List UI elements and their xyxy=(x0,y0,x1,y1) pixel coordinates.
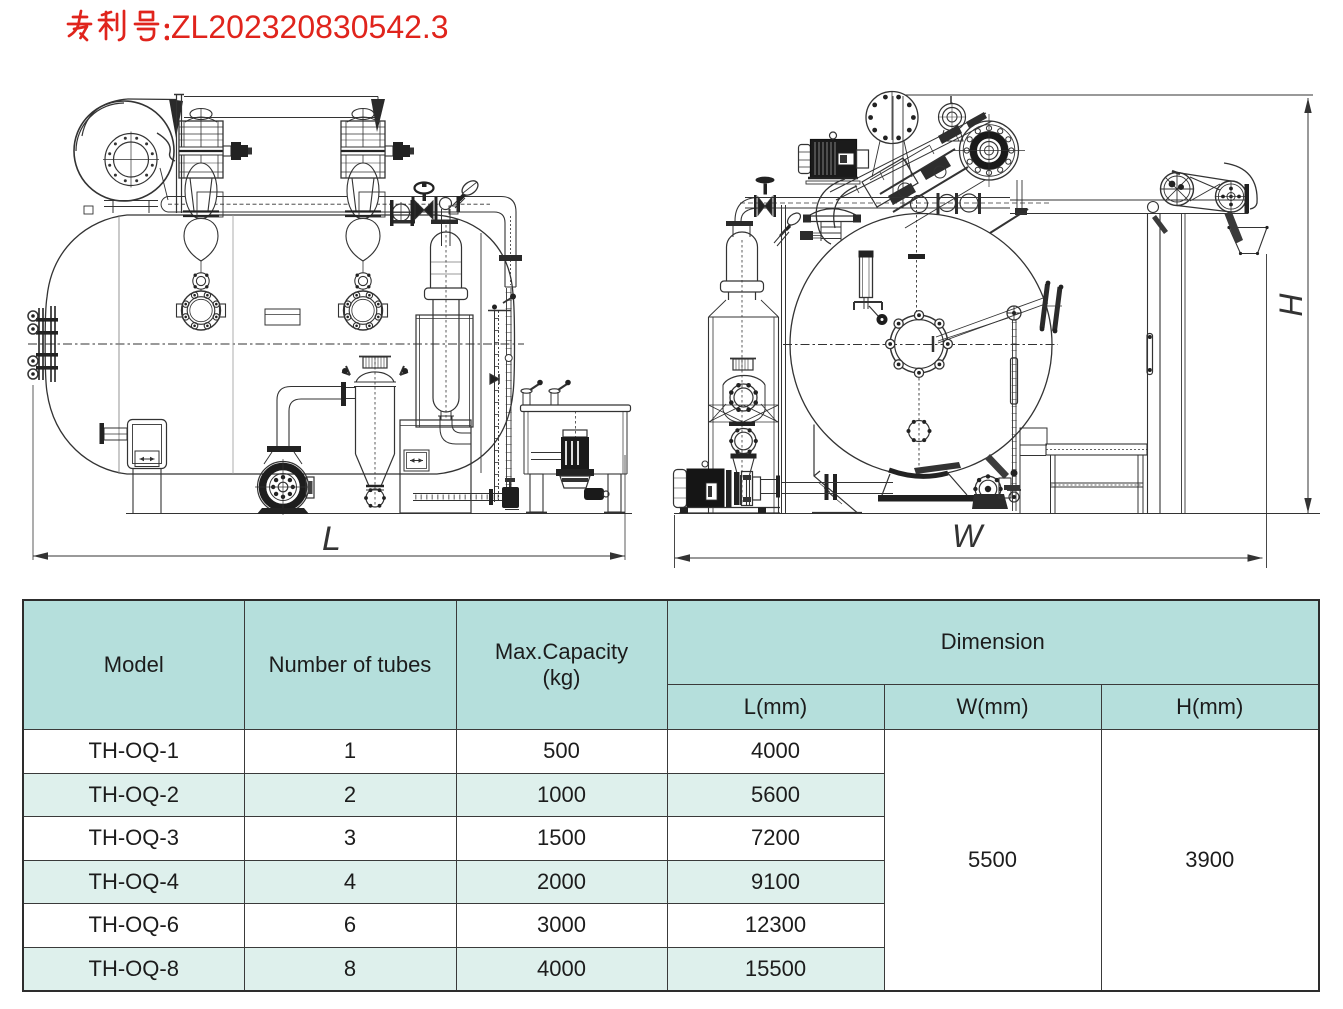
svg-text:L: L xyxy=(322,520,341,558)
svg-text:H: H xyxy=(1273,292,1309,316)
svg-text:W: W xyxy=(952,518,985,554)
